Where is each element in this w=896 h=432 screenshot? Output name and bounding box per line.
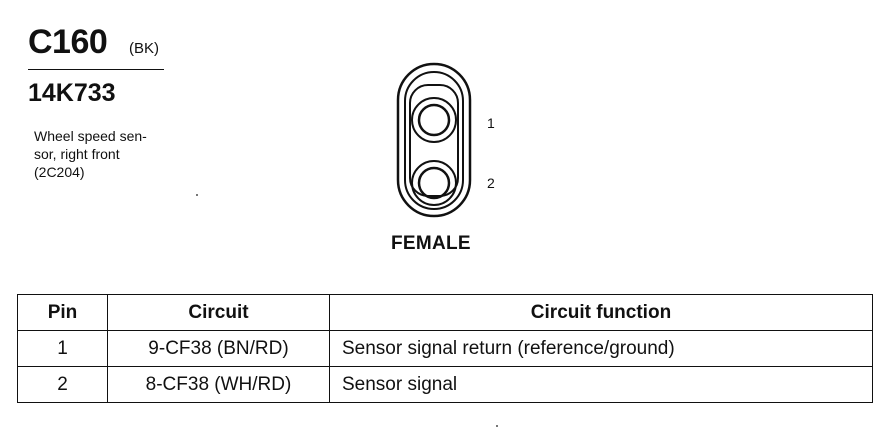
pin-2-socket <box>417 166 451 200</box>
connector-description: Wheel speed sen- sor, right front (2C204… <box>34 127 194 181</box>
cell-circuit: 9-CF38 (BN/RD) <box>107 330 330 367</box>
connector-id: C160 <box>28 23 108 61</box>
scan-dot <box>496 425 498 427</box>
description-line: sor, right front <box>34 146 120 162</box>
harness-number: 14K733 <box>28 79 116 107</box>
pin-1-socket <box>417 103 451 137</box>
description-line: Wheel speed sen- <box>34 128 147 144</box>
cell-pin: 1 <box>17 330 108 367</box>
header-pin: Pin <box>17 294 108 331</box>
cell-circuit-function: Sensor signal <box>329 366 873 403</box>
pin-label-2: 2 <box>487 175 495 191</box>
title-rule <box>28 69 164 70</box>
connector-inner-shell <box>404 71 464 210</box>
table-row: 1 9-CF38 (BN/RD) Sensor signal return (r… <box>17 330 873 367</box>
connector-gender-label: FEMALE <box>391 233 471 254</box>
connector-cavity-frame <box>409 84 459 197</box>
header-circuit-function: Circuit function <box>329 294 873 331</box>
cell-pin: 2 <box>17 366 108 403</box>
scan-dot <box>196 194 198 196</box>
table-header-row: Pin Circuit Circuit function <box>17 294 873 331</box>
pin-label-1: 1 <box>487 115 495 131</box>
pin-2-outer-ring <box>411 160 457 206</box>
pin-1-outer-ring <box>411 97 457 143</box>
pin-circuit-table: Pin Circuit Circuit function 1 9-CF38 (B… <box>17 294 873 403</box>
header-circuit: Circuit <box>107 294 330 331</box>
cell-circuit-function: Sensor signal return (reference/ground) <box>329 330 873 367</box>
table-row: 2 8-CF38 (WH/RD) Sensor signal <box>17 366 873 403</box>
cell-circuit: 8-CF38 (WH/RD) <box>107 366 330 403</box>
description-line: (2C204) <box>34 164 85 180</box>
connector-color-code: (BK) <box>129 40 159 57</box>
connector-outer-shell <box>396 62 472 218</box>
connector-face-diagram <box>396 62 472 218</box>
